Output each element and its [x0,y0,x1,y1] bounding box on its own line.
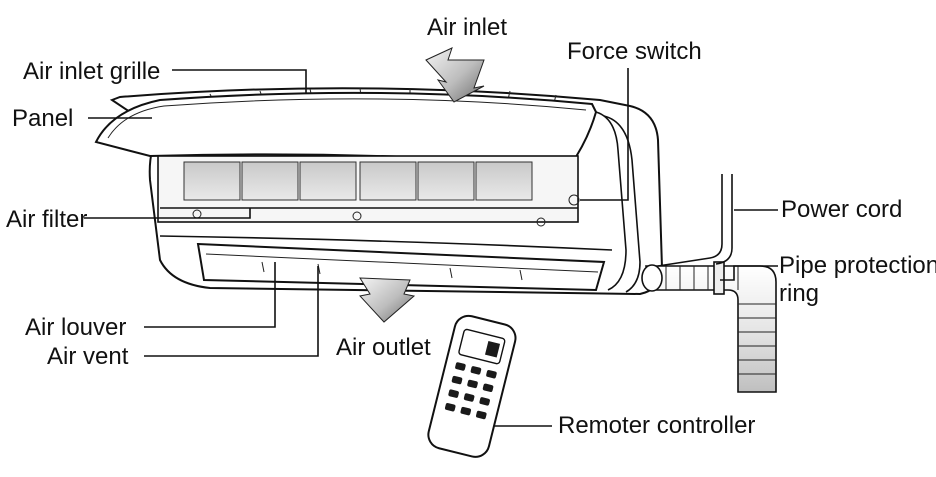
label-air-inlet: Air inlet [427,14,507,41]
remote-controller [427,314,517,458]
leader-lines [84,68,778,427]
label-air-outlet: Air outlet [336,334,431,361]
remote-buttons [444,362,497,420]
pipe-assembly [641,174,777,393]
label-air-vent: Air vent [47,343,129,370]
label-air-inlet-grille: Air inlet grille [23,58,160,85]
air-inlet-arrow-icon [425,47,485,103]
screw-icon [352,211,362,221]
label-force-switch: Force switch [567,38,702,65]
label-panel: Panel [12,105,73,132]
pipe-protection-ring [713,261,725,295]
air-louver-blade [196,242,606,292]
force-switch-button[interactable] [568,194,580,206]
louver-ribs [261,261,523,281]
label-air-louver: Air louver [25,314,126,341]
label-pipe-protection-ring: ring [779,280,819,307]
front-panel [94,91,598,168]
label-air-filter: Air filter [6,206,87,233]
indoor-unit [94,87,664,296]
air-outlet-arrow-icon [359,277,416,323]
label-remote-controller: Remoter controller [558,412,755,439]
panel-edge [107,98,587,139]
label-power-cord: Power cord [781,196,902,223]
filter-mesh [183,161,533,201]
label-pipe-protection: Pipe protection [779,252,936,279]
lower-body-line [159,235,613,251]
screw-icon [536,217,546,227]
power-cord [657,174,723,267]
louver-line [205,253,599,273]
end-cap-inner [603,115,641,293]
